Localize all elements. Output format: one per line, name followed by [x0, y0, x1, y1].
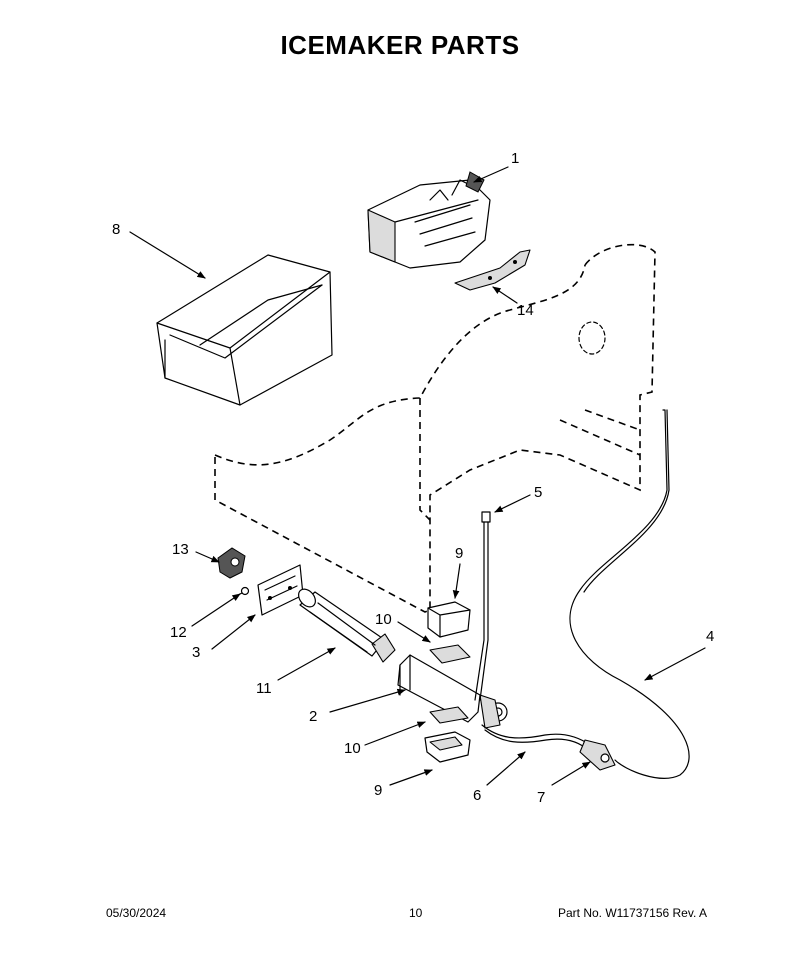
- footer-date: 05/30/2024: [106, 906, 167, 920]
- callout-9-lower: 9: [374, 782, 382, 799]
- callout-1: 1: [511, 150, 519, 167]
- callout-10-upper: 10: [375, 611, 392, 628]
- callout-8: 8: [112, 221, 120, 238]
- callout-14: 14: [517, 302, 534, 319]
- ice-bin: [156, 254, 333, 406]
- callout-13: 13: [172, 541, 189, 558]
- water-tube-short: [474, 511, 491, 701]
- water-tube-connector: [481, 724, 616, 771]
- footer-part-number: Part No. W11737156 Rev. A: [558, 906, 707, 920]
- callout-leaders: [129, 166, 706, 786]
- door-liner-outline: [214, 243, 656, 613]
- icemaker-bracket: [454, 249, 531, 291]
- callout-2: 2: [309, 708, 317, 725]
- callout-9-upper: 9: [455, 545, 463, 562]
- callout-11: 11: [256, 680, 272, 697]
- callout-7: 7: [537, 789, 545, 806]
- callout-4: 4: [706, 628, 714, 645]
- icemaker-assembly: [367, 171, 491, 269]
- filter-bracket: [257, 564, 304, 616]
- callout-3: 3: [192, 644, 200, 661]
- footer-page-number: 10: [409, 906, 423, 920]
- callout-5: 5: [534, 484, 542, 501]
- foam-pad-upper: [427, 601, 471, 638]
- callout-10-lower: 10: [344, 740, 361, 757]
- tape-upper: [429, 644, 471, 664]
- callout-6: 6: [473, 787, 481, 804]
- foam-pad-lower: [424, 731, 471, 763]
- knob-part: [217, 547, 246, 579]
- filter-housing: [397, 654, 508, 729]
- page-title: ICEMAKER PARTS: [280, 30, 520, 60]
- water-filter: [298, 588, 396, 663]
- tape-lower: [429, 706, 469, 724]
- water-tube-long: [569, 409, 690, 779]
- callout-12: 12: [170, 624, 187, 641]
